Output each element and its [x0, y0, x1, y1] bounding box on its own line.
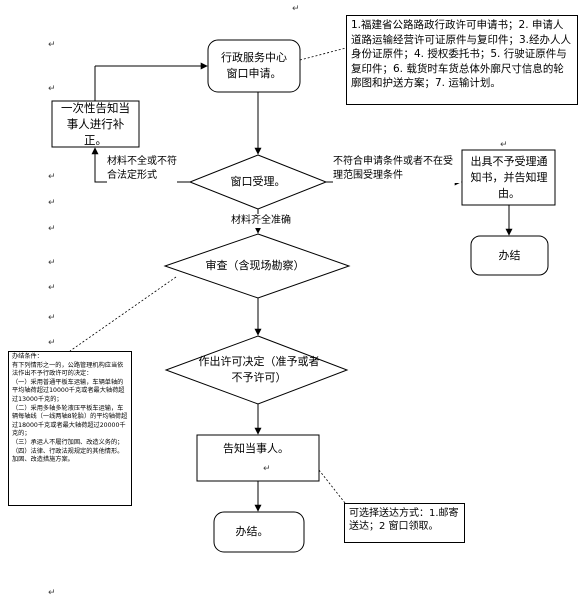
conditions-item-2: （二）采用多轴多轮液压平板车运输，车辆每轴线（一线两轴8轮胎）的平均轴荷超过18… [12, 404, 128, 438]
return-mark-icon: ↵ [48, 84, 56, 94]
return-mark-icon: ↵ [292, 4, 300, 14]
materials-note-text: 1.福建省公路路政行政许可申请书；2. 申请人道路运输经营许可证原件与复印件；3… [351, 19, 572, 89]
decision-label: 作出许可决定（准予或者不予许可） [198, 355, 320, 384]
materials-note: 1.福建省公路路政行政许可申请书；2. 申请人道路运输经营许可证原件与复印件；3… [346, 15, 578, 105]
return-mark-icon: ↵ [48, 224, 56, 234]
done-final-box [213, 511, 305, 553]
done-final-label: 办结。 [235, 525, 269, 538]
done-reject-label: 办结 [498, 248, 521, 262]
apply-box [207, 39, 301, 93]
leader-delivery [318, 469, 346, 504]
return-mark-icon: ↵ [500, 140, 508, 150]
conditions-intro: 有下列情形之一的，公路管理机构应当依法作出不予行政许可的决定： [12, 361, 124, 378]
edge-label-not-eligible: 不符合申请条件或者不在受理范围受理条件 [333, 155, 461, 183]
reject-notice-label: 出具不予受理通知书，并告知理由。 [470, 155, 548, 200]
leader-conditions [69, 276, 177, 352]
accept-label: 窗口受理。 [230, 175, 286, 188]
inform-box [196, 434, 320, 482]
return-mark-icon: ↵ [263, 464, 271, 474]
return-mark-icon: ↵ [48, 172, 56, 182]
inform-label: 告知当事人。 [223, 442, 289, 455]
delivery-note-text: 可选择送达方式：1.邮寄送达；2 窗口领取。 [349, 508, 459, 532]
return-mark-icon: ↵ [48, 283, 56, 293]
conditions-title: 办结条件： [12, 353, 43, 360]
edge-label-complete: 材料齐全准确 [231, 214, 291, 228]
done-reject-box [470, 235, 549, 276]
return-mark-icon: ↵ [48, 338, 56, 348]
edge-label-incomplete: 材料不全或不符合法定形式 [107, 155, 177, 183]
review-label: 审查（含现场勘察） [205, 259, 305, 272]
conditions-item-3: （三）承运人不履行加固、改造义务的； [12, 438, 124, 446]
return-mark-icon: ↵ [48, 40, 56, 50]
delivery-note: 可选择送达方式：1.邮寄送达；2 窗口领取。 [344, 503, 465, 543]
return-mark-icon: ↵ [48, 198, 56, 208]
conditions-note: 办结条件： 有下列情形之一的，公路管理机构应当依法作出不予行政许可的决定： （一… [8, 351, 132, 506]
apply-label: 行政服务中心窗口申请。 [221, 51, 287, 80]
conditions-item-4: （四）法律、行政法规规定的其他情形。加固、改造措施方案。 [12, 447, 124, 464]
return-mark-icon: ↵ [48, 258, 56, 268]
conditions-item-1: （一）采用普通平板车运输，车辆单轴的平均轴荷超过10000千克或者最大轴荷超过1… [12, 378, 125, 403]
return-mark-icon: ↵ [48, 313, 56, 323]
notify-supplement-box [51, 100, 140, 148]
leader-materials [299, 47, 347, 61]
notify-supplement-label: 一次性告知当事人进行补正。 [61, 101, 130, 147]
reject-notice-box [461, 149, 556, 206]
return-mark-icon: ↵ [48, 588, 56, 598]
